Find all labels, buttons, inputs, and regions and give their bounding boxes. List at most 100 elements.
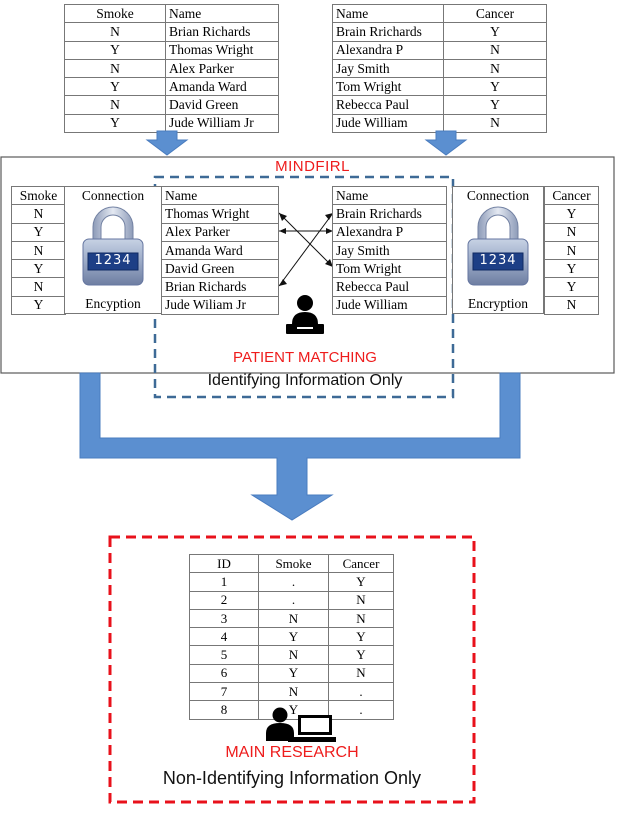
table-row: Amanda Ward [161,240,279,261]
table-cell: Y [544,204,599,224]
table-row: N [544,222,599,242]
mindfirl-left-names-table: Name Thomas Wright Alex Parker Amanda Wa… [161,185,279,316]
table-cell: 1 [189,572,259,592]
main-research-title: MAIN RESEARCH [225,744,359,761]
table-row: Y [544,204,599,224]
table-cell: Y [11,295,66,316]
table-header: Smoke [258,553,329,574]
person-at-computer-icon [266,707,336,743]
table-cell: N [11,277,66,297]
table-cell: Jude William Jr [165,113,279,134]
table-header: ID [189,553,259,574]
table-cell: Brian Richards [161,277,279,297]
table-cell: N [258,682,329,702]
table-cell: N [11,240,66,261]
table-cell: Jude William [332,295,447,316]
table-cell: N [328,590,394,610]
table-cell: Y [544,277,599,297]
main-research-subtitle: Non-Identifying Information Only [162,768,422,788]
patient-matching-label: PATIENT MATCHING [233,349,377,366]
table-row: David Green [161,259,279,279]
table-row: N [544,295,599,316]
table-cell: 4 [189,627,259,647]
table-header: Cancer [328,553,394,574]
patient-matching-subtitle: Identifying Information Only [207,372,403,389]
table-cell: David Green [165,95,279,115]
table-row: Thomas Wright [161,204,279,224]
table-row: 1.Y [189,572,394,592]
table-cell: Y [258,663,329,684]
padlock-icon: 1234 [77,205,149,287]
connection-header: Connection [81,188,145,203]
connection-header: Connection [466,188,530,203]
table-row: Y [11,295,66,316]
table-row: 2.N [189,590,394,610]
table-cell: Y [544,259,599,279]
table-row: Jude William [332,295,447,316]
table-cell: Alexandra P [332,222,447,242]
table-cell: 8 [189,700,259,720]
table-cell: 5 [189,645,259,665]
table-header: Name [161,185,279,206]
table-cell: Jude Wiliam Jr [161,295,279,316]
table-cell: N [544,222,599,242]
table-row: Alexandra P [332,222,447,242]
table-row: Y [544,277,599,297]
table-header-row: ID Smoke Cancer [189,553,394,574]
table-cell: Amanda Ward [161,240,279,261]
table-cell: Alex Parker [161,222,279,242]
table-row: N [544,240,599,261]
person-at-laptop-icon [286,294,324,336]
table-row: N [11,240,66,261]
mindfirl-title: MINDFIRL [275,158,350,175]
table-cell: Y [11,222,66,242]
table-cell: Jude William [332,113,444,134]
table-cell: N [11,204,66,224]
table-cell: Rebecca Paul [332,95,444,115]
table-row: N [11,204,66,224]
mindfirl-smoke-table: Smoke N Y N Y N Y [11,185,66,316]
table-header: Smoke [11,185,66,206]
merge-arrow [79,372,521,521]
table-cell: Y [328,627,394,647]
lock-code: 1234 [479,253,517,268]
table-header: Name [332,185,447,206]
table-cell: . [258,572,329,592]
table-cell: Y [328,572,394,592]
table-row: Brain Rrichards [332,204,447,224]
table-cell: N [544,295,599,316]
table-cell: Brain Rrichards [332,22,444,42]
matching-arrowheads [279,213,333,286]
table-cell: Y [64,113,166,134]
down-arrow-right [424,130,468,156]
table-cell: Brain Rrichards [332,204,447,224]
encryption-label: Encyption [85,296,141,311]
left-connection-panel: Connection 1234 Encyption [64,186,162,314]
table-header-row: Smoke [11,185,66,206]
table-row: Jude Wiliam Jr [161,295,279,316]
table-cell: 2 [189,590,259,610]
table-cell: N [328,608,394,629]
table-cell: N [258,645,329,665]
table-header-row: Cancer [544,185,599,206]
table-row: Tom Wright [332,259,447,279]
down-arrow-left [145,130,189,156]
table-cell: Jay Smith [332,58,444,79]
table-cell: N [258,608,329,629]
table-header-row: Name [332,185,447,206]
table-cell: . [258,590,329,610]
table-header-row: Name [161,185,279,206]
lock-code: 1234 [94,253,132,268]
